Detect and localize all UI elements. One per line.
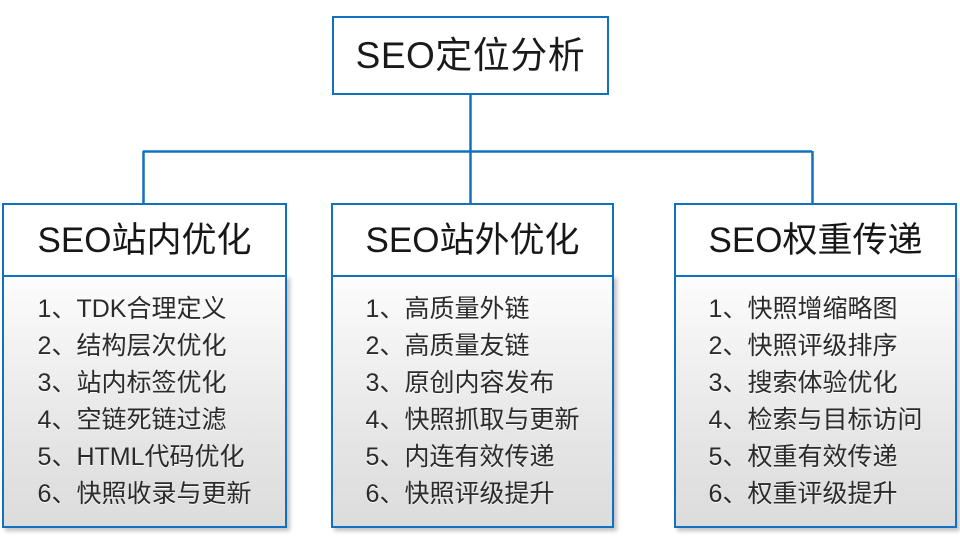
list-item: 4、快照抓取与更新 — [365, 406, 580, 434]
list-item: 2、高质量友链 — [365, 332, 530, 360]
list-item: 5、内连有效传递 — [365, 443, 555, 471]
list-item: 4、检索与目标访问 — [708, 406, 923, 434]
list-item: 1、高质量外链 — [365, 295, 530, 323]
root-node-label: SEO定位分析 — [355, 35, 586, 76]
column-seo-offsite: SEO站外优化 1、高质量外链 2、高质量友链 3、原创内容发布 4、快照抓取与… — [331, 203, 614, 528]
list-item: 2、快照评级排序 — [708, 332, 898, 360]
column-body-seo-onsite: 1、TDK合理定义 2、结构层次优化 3、站内标签优化 4、空链死链过滤 5、H… — [2, 275, 287, 528]
column-header-label: SEO站内优化 — [37, 220, 252, 260]
item-list: 1、TDK合理定义 2、结构层次优化 3、站内标签优化 4、空链死链过滤 5、H… — [38, 291, 252, 513]
list-item: 5、权重有效传递 — [708, 443, 898, 471]
list-item: 6、快照评级提升 — [365, 480, 555, 508]
column-body-seo-weight-transfer: 1、快照增缩略图 2、快照评级排序 3、搜索体验优化 4、检索与目标访问 5、权… — [674, 275, 957, 528]
column-header-seo-onsite: SEO站内优化 — [2, 203, 287, 277]
list-item: 1、TDK合理定义 — [37, 295, 227, 323]
column-seo-weight-transfer: SEO权重传递 1、快照增缩略图 2、快照评级排序 3、搜索体验优化 4、检索与… — [674, 203, 957, 528]
list-item: 6、快照收录与更新 — [37, 480, 252, 508]
column-seo-onsite: SEO站内优化 1、TDK合理定义 2、结构层次优化 3、站内标签优化 4、空链… — [2, 203, 287, 528]
root-node: SEO定位分析 — [332, 16, 609, 95]
column-header-seo-weight-transfer: SEO权重传递 — [674, 203, 957, 277]
list-item: 3、原创内容发布 — [365, 369, 555, 397]
list-item: 2、结构层次优化 — [37, 332, 227, 360]
column-header-seo-offsite: SEO站外优化 — [331, 203, 614, 277]
column-header-label: SEO权重传递 — [708, 220, 923, 260]
list-item: 4、空链死链过滤 — [37, 406, 227, 434]
list-item: 5、HTML代码优化 — [37, 443, 245, 471]
list-item: 6、权重评级提升 — [708, 480, 898, 508]
item-list: 1、快照增缩略图 2、快照评级排序 3、搜索体验优化 4、检索与目标访问 5、权… — [709, 291, 923, 513]
list-item: 3、站内标签优化 — [37, 369, 227, 397]
column-body-seo-offsite: 1、高质量外链 2、高质量友链 3、原创内容发布 4、快照抓取与更新 5、内连有… — [331, 275, 614, 528]
list-item: 3、搜索体验优化 — [708, 369, 898, 397]
item-list: 1、高质量外链 2、高质量友链 3、原创内容发布 4、快照抓取与更新 5、内连有… — [366, 291, 580, 513]
column-header-label: SEO站外优化 — [365, 220, 580, 260]
list-item: 1、快照增缩略图 — [708, 295, 898, 323]
